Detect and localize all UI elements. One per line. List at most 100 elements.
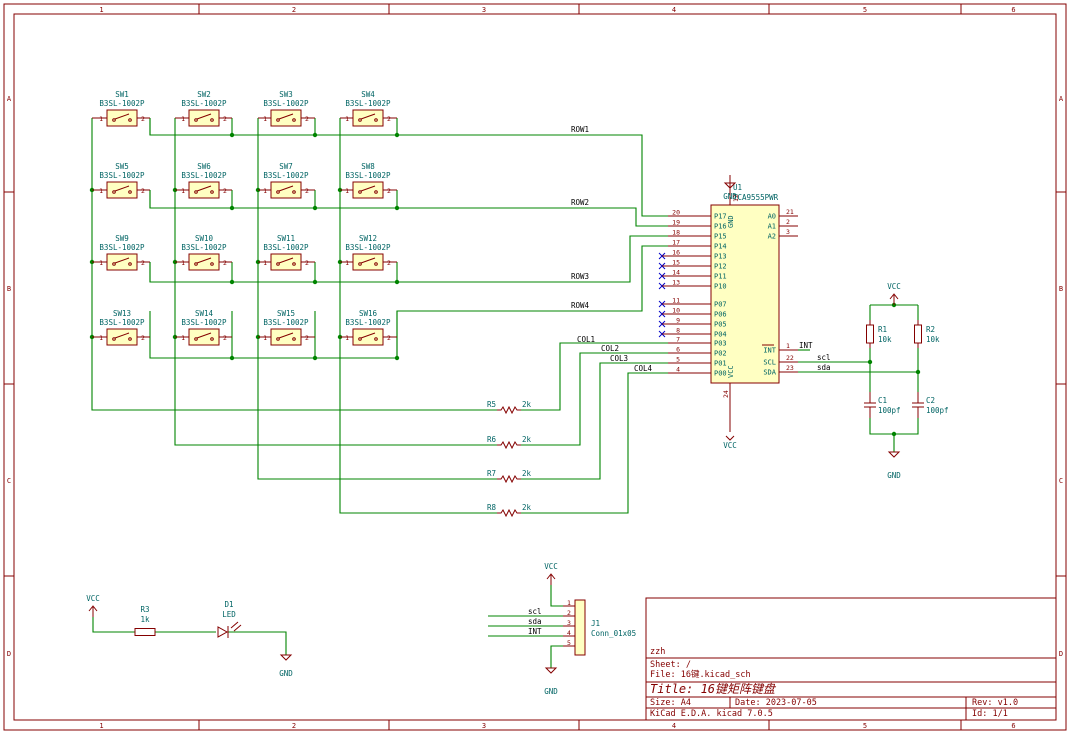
switch-contact-icon	[292, 337, 296, 341]
switch-lever-icon	[278, 113, 294, 120]
connector-gnd: GND	[544, 667, 558, 696]
switch-lever-icon	[196, 257, 212, 264]
switch-ref: SW16	[359, 309, 378, 318]
switch-contact-icon	[292, 262, 296, 266]
row-net-label-3: ROW3	[571, 272, 589, 281]
switch-body-icon	[352, 328, 384, 346]
switch-pin-1: 1	[345, 115, 349, 123]
switch-pin-1: 1	[263, 187, 267, 195]
switch-pin-2: 2	[141, 187, 145, 195]
switch-ref: SW11	[277, 234, 295, 243]
connector-pin-num: 2	[567, 609, 571, 617]
led-wire-c	[228, 631, 287, 655]
frame-row-right-B: B	[1059, 285, 1063, 293]
col-net-1	[521, 342, 668, 411]
switch-contact-icon	[276, 262, 280, 266]
switch-pin-1: 1	[345, 259, 349, 267]
switch-contact-icon	[358, 118, 362, 122]
ic-pin-num: 8	[676, 327, 680, 335]
switch-lever-icon	[196, 332, 212, 339]
resistor-ref: R1	[878, 325, 887, 334]
ic-pin-num: 22	[786, 354, 794, 362]
resistor-zigzag-icon	[497, 508, 521, 518]
vcc-label: VCC	[86, 594, 100, 603]
gnd-icon	[723, 182, 737, 189]
switch-pin-1: 1	[263, 259, 267, 267]
ic-pin-num: 21	[786, 208, 794, 216]
ic-pin-name: P14	[714, 243, 727, 251]
switch-value: B3SL-1002P	[345, 99, 391, 108]
switch-pin-2: 2	[387, 187, 391, 195]
frame-col-top-1: 1	[99, 6, 103, 14]
resistor-zigzag-icon	[497, 440, 521, 450]
switch-value: B3SL-1002P	[345, 171, 391, 180]
frame-col-top-3: 3	[482, 6, 486, 14]
frame-col-bottom-5: 5	[863, 722, 867, 730]
resistor-body-icon	[866, 324, 874, 344]
junction-dot	[394, 355, 400, 361]
switch-contact-icon	[358, 190, 362, 194]
ic-pin-num: 10	[672, 307, 680, 315]
ic-pin-num: 24	[722, 390, 730, 398]
row-net-label-1: ROW1	[571, 125, 589, 134]
switch-pin-2: 2	[387, 334, 391, 342]
ic-pin-num: 6	[676, 346, 680, 354]
gnd-label: GND	[279, 669, 293, 678]
gnd-label: GND	[723, 192, 737, 201]
ic-pin-name: VCC	[727, 365, 735, 378]
resistor-value: 10k	[926, 335, 940, 344]
gnd-icon	[544, 667, 558, 674]
switch-value: B3SL-1002P	[99, 99, 145, 108]
led-gnd: GND	[279, 654, 293, 678]
frame-col-bottom-3: 3	[482, 722, 486, 730]
switch-body-icon	[270, 253, 302, 271]
resistor-value: 10k	[878, 335, 892, 344]
pullup-vcc: VCC	[887, 282, 901, 305]
switch-ref: SW5	[115, 162, 129, 171]
frame-row-right-A: A	[1059, 95, 1064, 103]
switch-lever-icon	[360, 113, 376, 120]
gnd-icon	[887, 451, 901, 458]
ic-pin-name: SDA	[763, 369, 776, 377]
switch-ref: SW10	[195, 234, 214, 243]
switch-contact-icon	[210, 337, 214, 341]
title-block: zzh Sheet: / File: 16键.kicad_sch Title: …	[645, 597, 1057, 721]
frame-col-bottom-1: 1	[99, 722, 103, 730]
junction-dot	[867, 359, 873, 365]
switch-ref: SW4	[361, 90, 375, 99]
ic-pin-num: 16	[672, 249, 680, 257]
resistor-ref: R3	[140, 605, 149, 614]
j1-net-label: sda	[528, 617, 542, 626]
led-ref: D1	[224, 600, 233, 609]
tb-file: File: 16键.kicad_sch	[650, 669, 751, 680]
col-net-3	[521, 362, 668, 480]
switch-pin-1: 1	[263, 115, 267, 123]
switch-value: B3SL-1002P	[181, 171, 227, 180]
tb-rev: Rev: v1.0	[972, 698, 1018, 708]
switch-ref: SW12	[359, 234, 377, 243]
switch-lever-icon	[360, 185, 376, 192]
switch-body-icon	[270, 328, 302, 346]
junction-dot	[312, 279, 318, 285]
vcc-arrow-icon	[725, 435, 735, 441]
switch-lever-icon	[360, 257, 376, 264]
switch-contact-icon	[194, 337, 198, 341]
tb-date: Date: 2023-07-05	[735, 698, 817, 708]
switch-contact-icon	[358, 262, 362, 266]
gnd-icon	[279, 654, 293, 661]
frame-col-top-5: 5	[863, 6, 867, 14]
switch-ref: SW2	[197, 90, 211, 99]
ic-pin-name: P04	[714, 331, 727, 339]
ic-pin-name: P01	[714, 360, 727, 368]
ic-pin-name: A1	[768, 223, 776, 231]
